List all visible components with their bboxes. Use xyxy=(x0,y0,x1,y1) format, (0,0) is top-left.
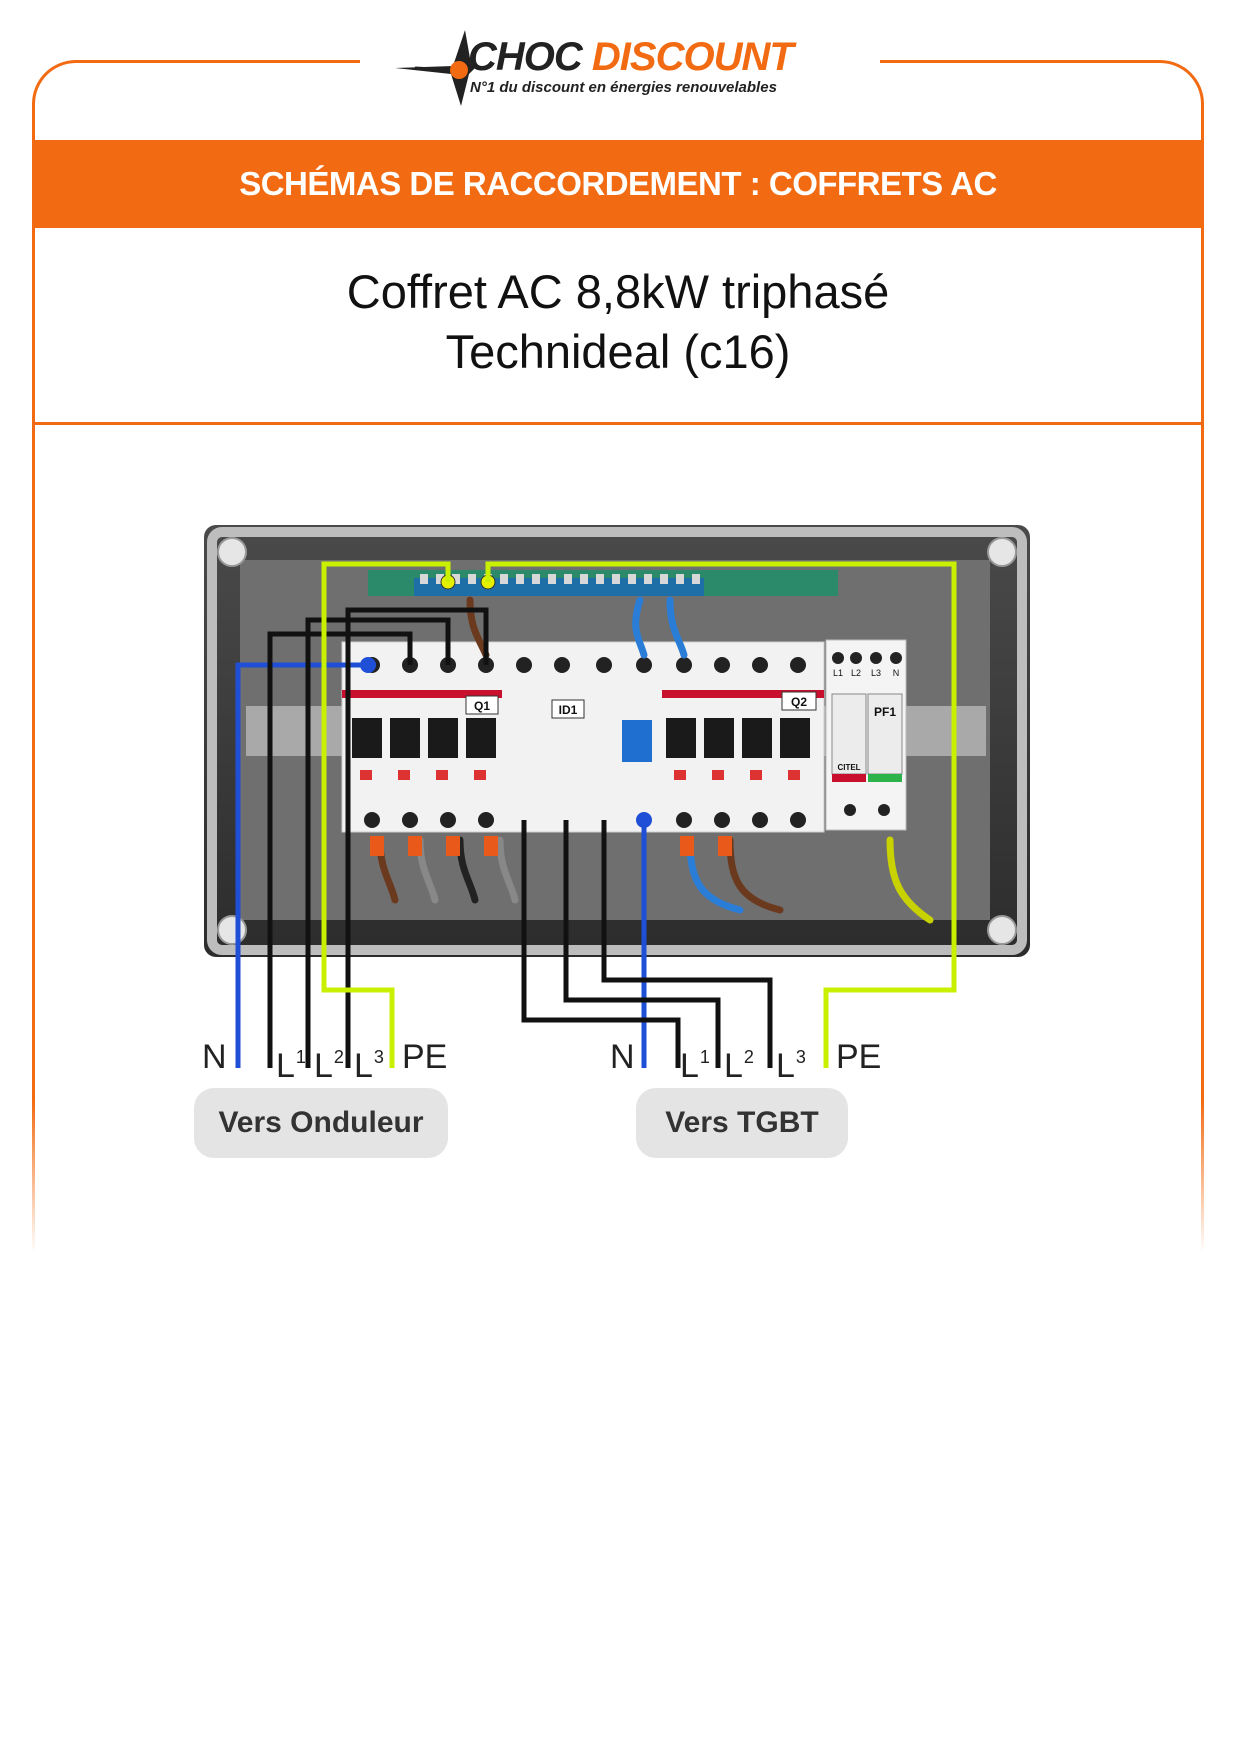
wire-onduleur-l1 xyxy=(267,631,413,1068)
wire-onduleur-l3 xyxy=(345,607,489,1068)
enclosure-rim xyxy=(207,527,1027,955)
terminal-tgbt-l2: L2 xyxy=(724,1047,754,1085)
surge-terminal-l2: L2 xyxy=(851,668,861,678)
terminal-onduleur-l1: L1 xyxy=(276,1047,306,1085)
surge-terminal-l1: L1 xyxy=(833,668,843,678)
wire-onduleur-pe xyxy=(321,561,451,1068)
caption-vers-tgbt: Vers TGBT xyxy=(636,1088,848,1158)
terminal-tgbt-n: N xyxy=(610,1038,635,1076)
caption-vers-onduleur: Vers Onduleur xyxy=(194,1088,448,1158)
label-citel: CITEL xyxy=(837,763,860,772)
label-id1: ID1 xyxy=(559,703,578,717)
logo-background xyxy=(360,40,880,110)
wire-tgbt-l3 xyxy=(601,820,773,1068)
brand-name-part1: CHOC xyxy=(468,35,583,79)
terminal-tgbt-l1: L1 xyxy=(680,1047,710,1085)
brand-tagline: N°1 du discount en énergies renouvelable… xyxy=(470,79,777,96)
page-title: Coffret AC 8,8kW triphasé Technideal (c1… xyxy=(32,262,1204,382)
banner-title: SCHÉMAS DE RACCORDEMENT : COFFRETS AC xyxy=(239,165,997,202)
terminal-tgbt-pe: PE xyxy=(836,1038,882,1076)
terminal-tgbt-l3: L3 xyxy=(776,1047,806,1085)
label-pf1: PF1 xyxy=(874,705,896,719)
label-q2: Q2 xyxy=(791,695,807,709)
label-q1: Q1 xyxy=(474,699,490,713)
wire-tgbt-l1 xyxy=(521,820,681,1068)
terminal-onduleur-pe: PE xyxy=(402,1038,448,1076)
brand-name-part2: DISCOUNT xyxy=(591,35,794,79)
brand-name: CHOC DISCOUNT xyxy=(468,35,794,80)
section-banner: SCHÉMAS DE RACCORDEMENT : COFFRETS AC xyxy=(32,140,1204,228)
terminal-onduleur-n: N xyxy=(202,1038,227,1076)
title-divider xyxy=(32,422,1204,425)
wire-onduleur-l2 xyxy=(305,617,451,1068)
terminal-onduleur-l3: L3 xyxy=(354,1047,384,1085)
wire-tgbt-pe-link xyxy=(485,561,957,1068)
terminal-onduleur-l2: L2 xyxy=(314,1047,344,1085)
title-line-2: Technideal (c16) xyxy=(445,325,791,378)
brand-star-icon xyxy=(395,30,475,106)
wire-tgbt-l2 xyxy=(563,820,721,1068)
surge-terminal-n: N xyxy=(893,668,900,678)
surge-terminal-l3: L3 xyxy=(871,668,881,678)
title-line-1: Coffret AC 8,8kW triphasé xyxy=(346,265,890,318)
